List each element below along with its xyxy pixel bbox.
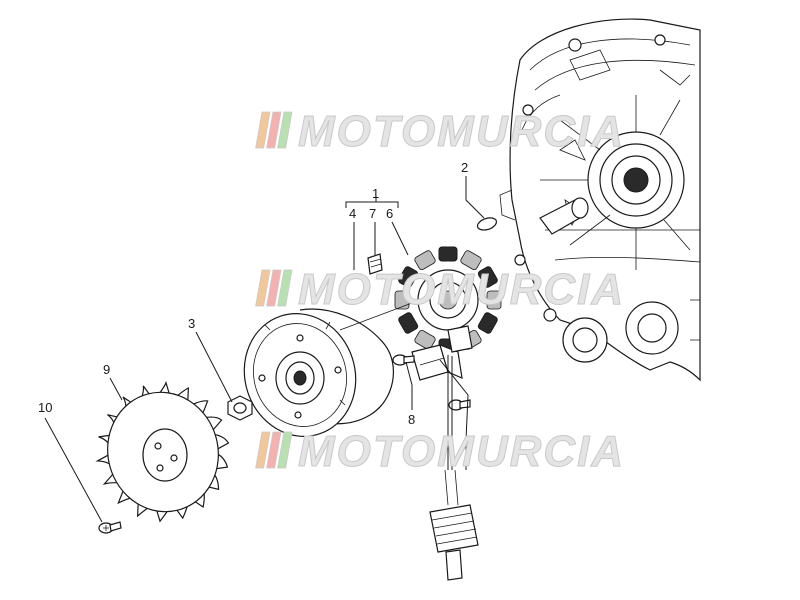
watermark-text: MOTOMURCIA — [298, 107, 625, 156]
flywheel-rotor — [243, 308, 394, 437]
stator-coil — [398, 266, 419, 288]
callout-1: 1 — [372, 186, 379, 201]
screw-8a — [392, 354, 415, 366]
hex-nut — [227, 395, 253, 421]
leader-lines — [44, 176, 485, 523]
callout-2: 2 — [461, 160, 468, 175]
pickup-sensor — [411, 325, 473, 381]
callout-3: 3 — [188, 316, 195, 331]
stator-coil — [394, 290, 410, 310]
callout-7: 7 — [369, 206, 376, 221]
watermark-middle: MOTOMURCIA — [255, 265, 625, 315]
stator-coil — [398, 312, 419, 334]
crankcase — [499, 18, 701, 382]
woodruff-key — [476, 217, 497, 231]
watermark-bottom: MOTOMURCIA — [255, 427, 625, 477]
callout-10: 10 — [38, 400, 52, 415]
stator — [394, 246, 502, 354]
watermark-stripe — [255, 111, 271, 149]
callout-8: 8 — [408, 412, 415, 427]
watermark-stripe — [277, 111, 293, 149]
watermark-stripe — [266, 111, 282, 149]
callout-6: 6 — [386, 206, 393, 221]
watermark-stripe — [255, 431, 271, 469]
wiring-harness — [429, 355, 479, 581]
callout-9: 9 — [103, 362, 110, 377]
callout-4: 4 — [349, 206, 356, 221]
fan-screw — [98, 521, 122, 534]
stator-coil — [460, 250, 482, 271]
cooling-fan — [95, 380, 230, 523]
stator-coil — [477, 266, 498, 288]
stator-coil — [414, 329, 436, 350]
watermark-stripe — [255, 269, 271, 307]
watermark-stripe — [266, 269, 282, 307]
watermark-text: MOTOMURCIA — [298, 427, 625, 476]
callout-labels: 1 2 3 4 6 7 8 9 10 — [38, 160, 468, 427]
stator-coil — [477, 312, 498, 334]
stator-coil — [486, 290, 502, 310]
stator-coil — [414, 250, 436, 271]
watermark-text: MOTOMURCIA — [298, 265, 625, 314]
crankshaft-stub — [539, 197, 589, 235]
watermark-stripe — [277, 269, 293, 307]
watermark-stripe — [266, 431, 282, 469]
cable-clip — [367, 253, 383, 275]
watermark-stripe — [277, 431, 293, 469]
watermark-top: MOTOMURCIA — [255, 107, 625, 157]
stator-coil — [438, 246, 458, 262]
